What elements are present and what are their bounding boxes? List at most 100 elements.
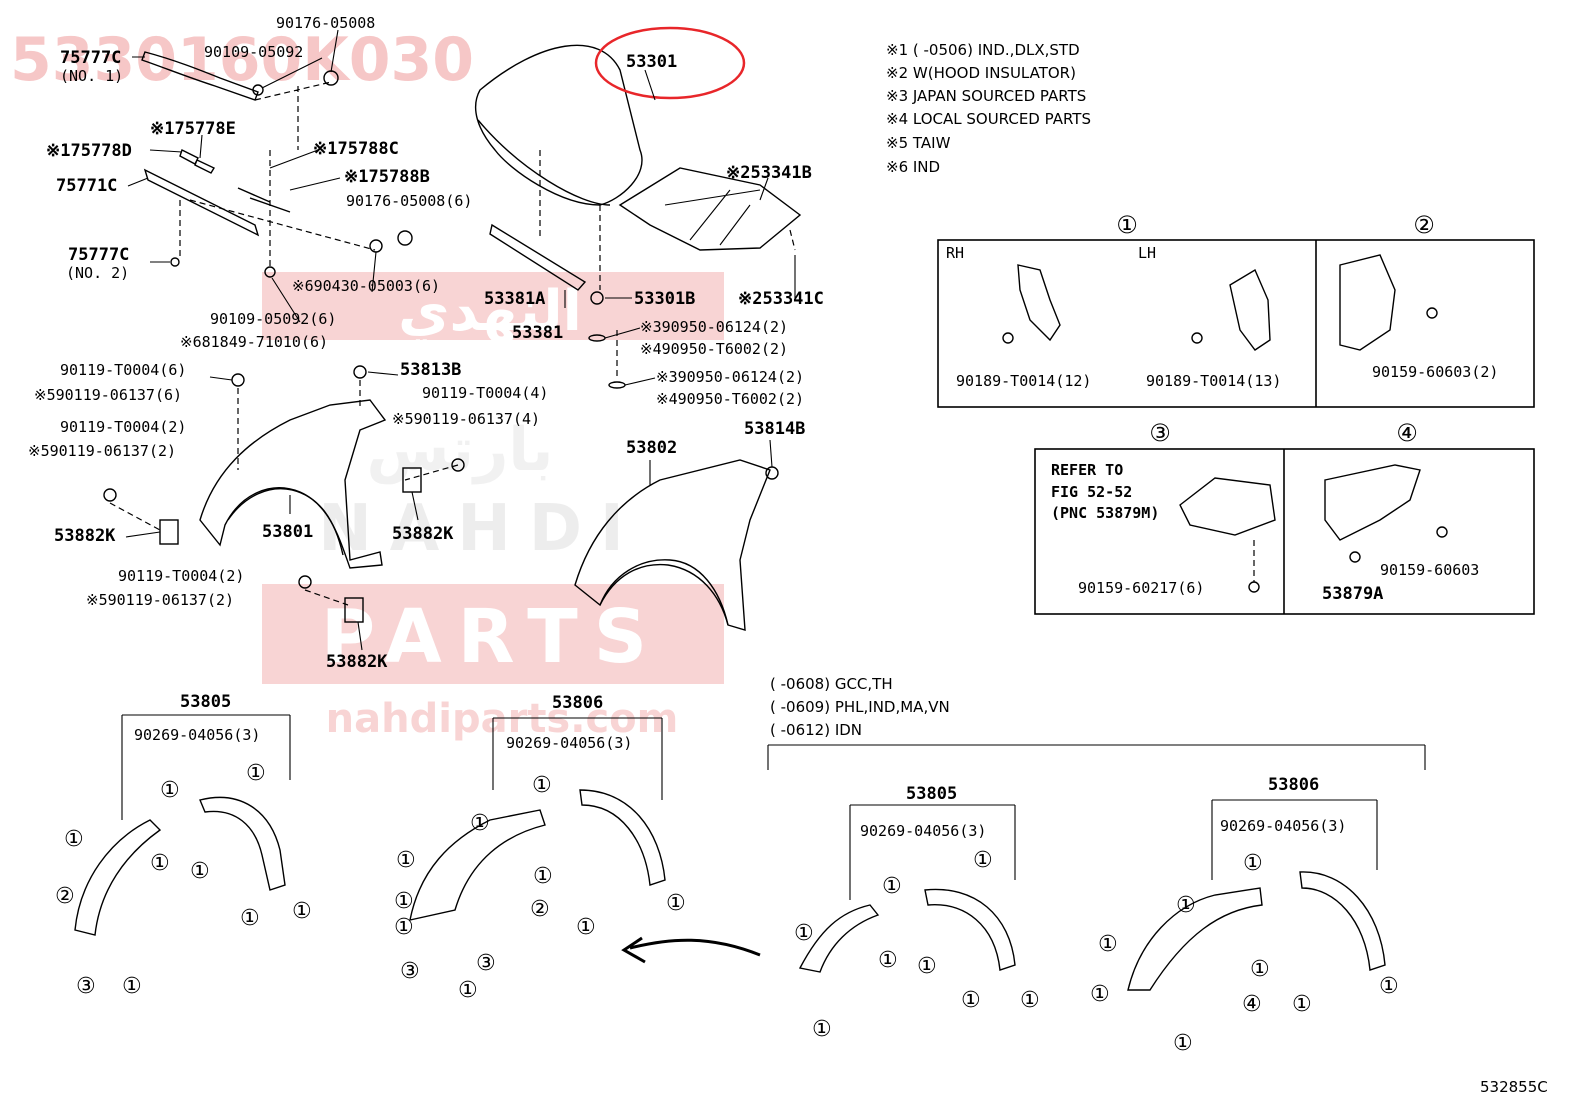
callout-3: ③ bbox=[400, 959, 420, 984]
callout-1: ① bbox=[973, 848, 993, 873]
callout-3: ③ bbox=[76, 974, 96, 999]
molding-dash-lines bbox=[179, 81, 376, 270]
hood-panel bbox=[474, 44, 643, 206]
liner-53805-b-front bbox=[798, 904, 880, 973]
callout-3: ③ bbox=[476, 951, 496, 976]
part-labels: 75777C (NO. 1) 90176-05008 90109-05092 ※… bbox=[28, 14, 1548, 1096]
hood-insulator bbox=[618, 167, 802, 251]
callout-1: ① bbox=[1379, 974, 1399, 999]
label-75788b: ※175788B bbox=[344, 167, 430, 187]
cushion-53301b bbox=[590, 291, 604, 305]
callout-1: ① bbox=[1243, 851, 1263, 876]
watermark: 5330160K030 النهدي بارتس NAHDI PARTS nah… bbox=[10, 25, 724, 742]
callout-1: ① bbox=[190, 859, 210, 884]
bolt-b bbox=[103, 488, 117, 502]
callout-1: ① bbox=[1098, 932, 1118, 957]
clip-90109-b bbox=[264, 266, 276, 278]
callout-2: ② bbox=[530, 897, 550, 922]
label-53882k-a: 53882K bbox=[54, 526, 116, 546]
callout-1: ① bbox=[666, 891, 686, 916]
label-90119-a: 90119-T0004(6) bbox=[60, 361, 186, 379]
label-90269-b: 90269-04056(3) bbox=[506, 734, 632, 752]
fender-53802-outline bbox=[574, 459, 771, 631]
callout-1: ① bbox=[246, 761, 266, 786]
liners-right-bracket bbox=[849, 799, 1378, 900]
callout-1: ① bbox=[1173, 1031, 1193, 1056]
watermark-part-number: 5330160K030 bbox=[10, 25, 474, 95]
liner-53806-b-rear bbox=[1299, 871, 1386, 971]
callout-1: ① bbox=[532, 773, 552, 798]
detail-4-clip-b bbox=[1349, 551, 1361, 563]
fender-53801-outline bbox=[199, 399, 387, 569]
detail-3-part bbox=[1179, 477, 1276, 536]
detail-4-label-a: 90159-60603 bbox=[1380, 561, 1479, 579]
detail-2-clip bbox=[1426, 307, 1438, 319]
detail-3-ref-1: REFER TO bbox=[1051, 461, 1123, 479]
label-53813b: 53813B bbox=[400, 360, 461, 380]
callout-2: ② bbox=[55, 884, 75, 909]
label-90269-a: 90269-04056(3) bbox=[134, 726, 260, 744]
bolt-a bbox=[231, 373, 245, 387]
fender-53801-arch bbox=[227, 488, 344, 556]
label-75777c-no2: 75777C bbox=[68, 245, 129, 265]
clip-90176-b bbox=[397, 230, 413, 246]
pads bbox=[179, 149, 291, 213]
detail-3-ref-2: FIG 52-52 bbox=[1051, 483, 1132, 501]
callout-1: ① bbox=[394, 915, 414, 940]
note-3: ※3 JAPAN SOURCED PARTS bbox=[886, 87, 1086, 105]
label-75777c-no1-sub: (NO. 1) bbox=[60, 67, 123, 85]
callout-1: ① bbox=[878, 948, 898, 973]
detail-1-number: ① bbox=[1116, 211, 1138, 239]
label-53814b: 53814B bbox=[744, 419, 805, 439]
clip-90430 bbox=[369, 239, 383, 253]
callout-1: ① bbox=[240, 906, 260, 931]
detail-1-lh-part bbox=[1229, 268, 1271, 351]
label-90119-f: ※590119-06137(2) bbox=[28, 442, 176, 460]
clip-75777c-no2 bbox=[170, 257, 180, 267]
detail-3-label: 90159-60217(6) bbox=[1078, 579, 1204, 597]
hood-dash-lines bbox=[539, 150, 796, 380]
callout-1: ① bbox=[812, 1017, 832, 1042]
detail-1-clip-a bbox=[1002, 332, 1014, 344]
detail-2-number: ② bbox=[1413, 211, 1435, 239]
callout-1: ① bbox=[576, 915, 596, 940]
label-75778e: ※175778E bbox=[150, 119, 236, 139]
label-53806-a: 53806 bbox=[552, 693, 603, 713]
callout-1: ① bbox=[64, 827, 84, 852]
label-idn: ( -0612) IDN bbox=[770, 721, 862, 739]
watermark-arabic: النهدي bbox=[398, 279, 582, 344]
detail-1-rh-label: RH bbox=[946, 244, 964, 262]
watermark-parts: PARTS bbox=[321, 594, 663, 680]
detail-box-outline-top bbox=[937, 239, 1535, 408]
notes-list: ※1 ( -0506) IND.,DLX,STD ※2 W(HOOD INSUL… bbox=[886, 41, 1091, 176]
callout-1: ① bbox=[1250, 957, 1270, 982]
molding-75771c bbox=[143, 168, 260, 237]
label-90950-a: ※390950-06124(2) bbox=[640, 318, 788, 336]
label-53806-b: 53806 bbox=[1268, 775, 1319, 795]
label-90269-d: 90269-04056(3) bbox=[1220, 817, 1346, 835]
label-90176-b: 90176-05008(6) bbox=[346, 192, 472, 210]
watermark-banner-bottom bbox=[262, 584, 724, 684]
liners-right bbox=[767, 744, 1426, 991]
detail-1-label-a: 90189-T0014(12) bbox=[956, 372, 1091, 390]
watermark-nahdi: NAHDI bbox=[318, 492, 642, 566]
note-2: ※2 W(HOOD INSULATOR) bbox=[886, 64, 1076, 82]
callout-1: ① bbox=[794, 921, 814, 946]
liner-53806-a-front bbox=[409, 809, 546, 921]
liners-left-bracket bbox=[121, 714, 663, 820]
callout-1: ① bbox=[917, 954, 937, 979]
callout-1: ① bbox=[394, 889, 414, 914]
detail-box-3-4: ③ ④ REFER TO FIG 52-52 (PNC 53879M) 9015… bbox=[1034, 419, 1535, 615]
detail-2-label: 90159-60603(2) bbox=[1372, 363, 1498, 381]
callout-1: ① bbox=[882, 874, 902, 899]
label-75778d: ※175778D bbox=[46, 141, 132, 161]
callout-1: ① bbox=[1176, 893, 1196, 918]
label-90119-e: 90119-T0004(2) bbox=[60, 418, 186, 436]
label-90950-c: ※390950-06124(2) bbox=[656, 368, 804, 386]
label-90109-b: 90109-05092(6) bbox=[210, 310, 336, 328]
callout-4: ④ bbox=[1242, 992, 1262, 1017]
label-53805-a: 53805 bbox=[180, 692, 231, 712]
callout-1: ① bbox=[1292, 992, 1312, 1017]
label-90269-c: 90269-04056(3) bbox=[860, 822, 986, 840]
molding-assembly bbox=[141, 51, 413, 278]
